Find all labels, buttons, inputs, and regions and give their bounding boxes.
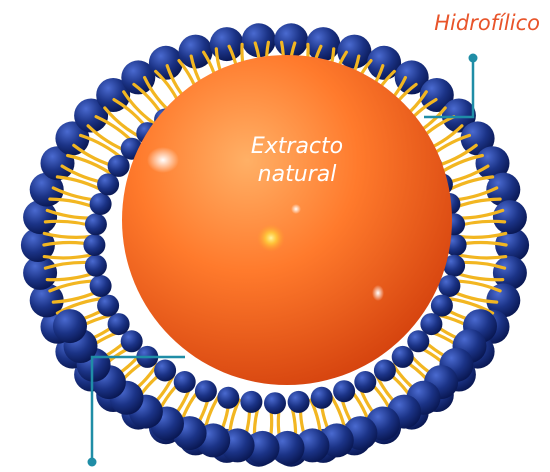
phospholipid-head	[97, 173, 119, 195]
phospholipid-head	[90, 193, 112, 215]
core-label-line-1: Extracto	[222, 133, 372, 161]
phospholipid-head	[438, 275, 460, 297]
phospholipid-head	[108, 313, 130, 335]
callout-dot	[469, 54, 478, 63]
highlight	[372, 285, 384, 301]
glow-spot	[257, 224, 285, 252]
hydrophilic-label: Hidrofílico	[434, 11, 540, 35]
phospholipid-head	[240, 391, 262, 413]
phospholipid-head	[306, 27, 340, 61]
phospholipid-head	[97, 295, 119, 317]
core-label-line-2: natural	[222, 161, 372, 189]
phospholipid-head	[354, 371, 376, 393]
phospholipid-head	[431, 295, 453, 317]
phospholipid-head	[195, 380, 217, 402]
natural-extract-core	[122, 55, 452, 385]
highlight	[291, 204, 301, 214]
phospholipid-head	[210, 27, 244, 61]
core-label: Extracto natural	[222, 133, 372, 189]
phospholipid-head	[407, 330, 429, 352]
phospholipid-head	[83, 234, 105, 256]
phospholipid-head	[493, 200, 527, 234]
phospholipid-head	[179, 35, 213, 69]
phospholipid-head	[288, 391, 310, 413]
phospholipid-head	[374, 360, 396, 382]
phospholipid-head	[264, 392, 286, 414]
phospholipid-head	[90, 275, 112, 297]
highlight	[147, 147, 179, 173]
phospholipid-head	[337, 35, 371, 69]
callout-dot	[88, 458, 97, 467]
phospholipid-head	[311, 387, 333, 409]
phospholipid-head	[85, 213, 107, 235]
phospholipid-head	[392, 346, 414, 368]
phospholipid-head	[333, 380, 355, 402]
phospholipid-head	[149, 46, 183, 80]
phospholipid-head	[174, 371, 196, 393]
phospholipid-head	[53, 309, 87, 343]
phospholipid-head	[85, 255, 107, 277]
phospholipid-head	[154, 360, 176, 382]
phospholipid-head	[217, 387, 239, 409]
